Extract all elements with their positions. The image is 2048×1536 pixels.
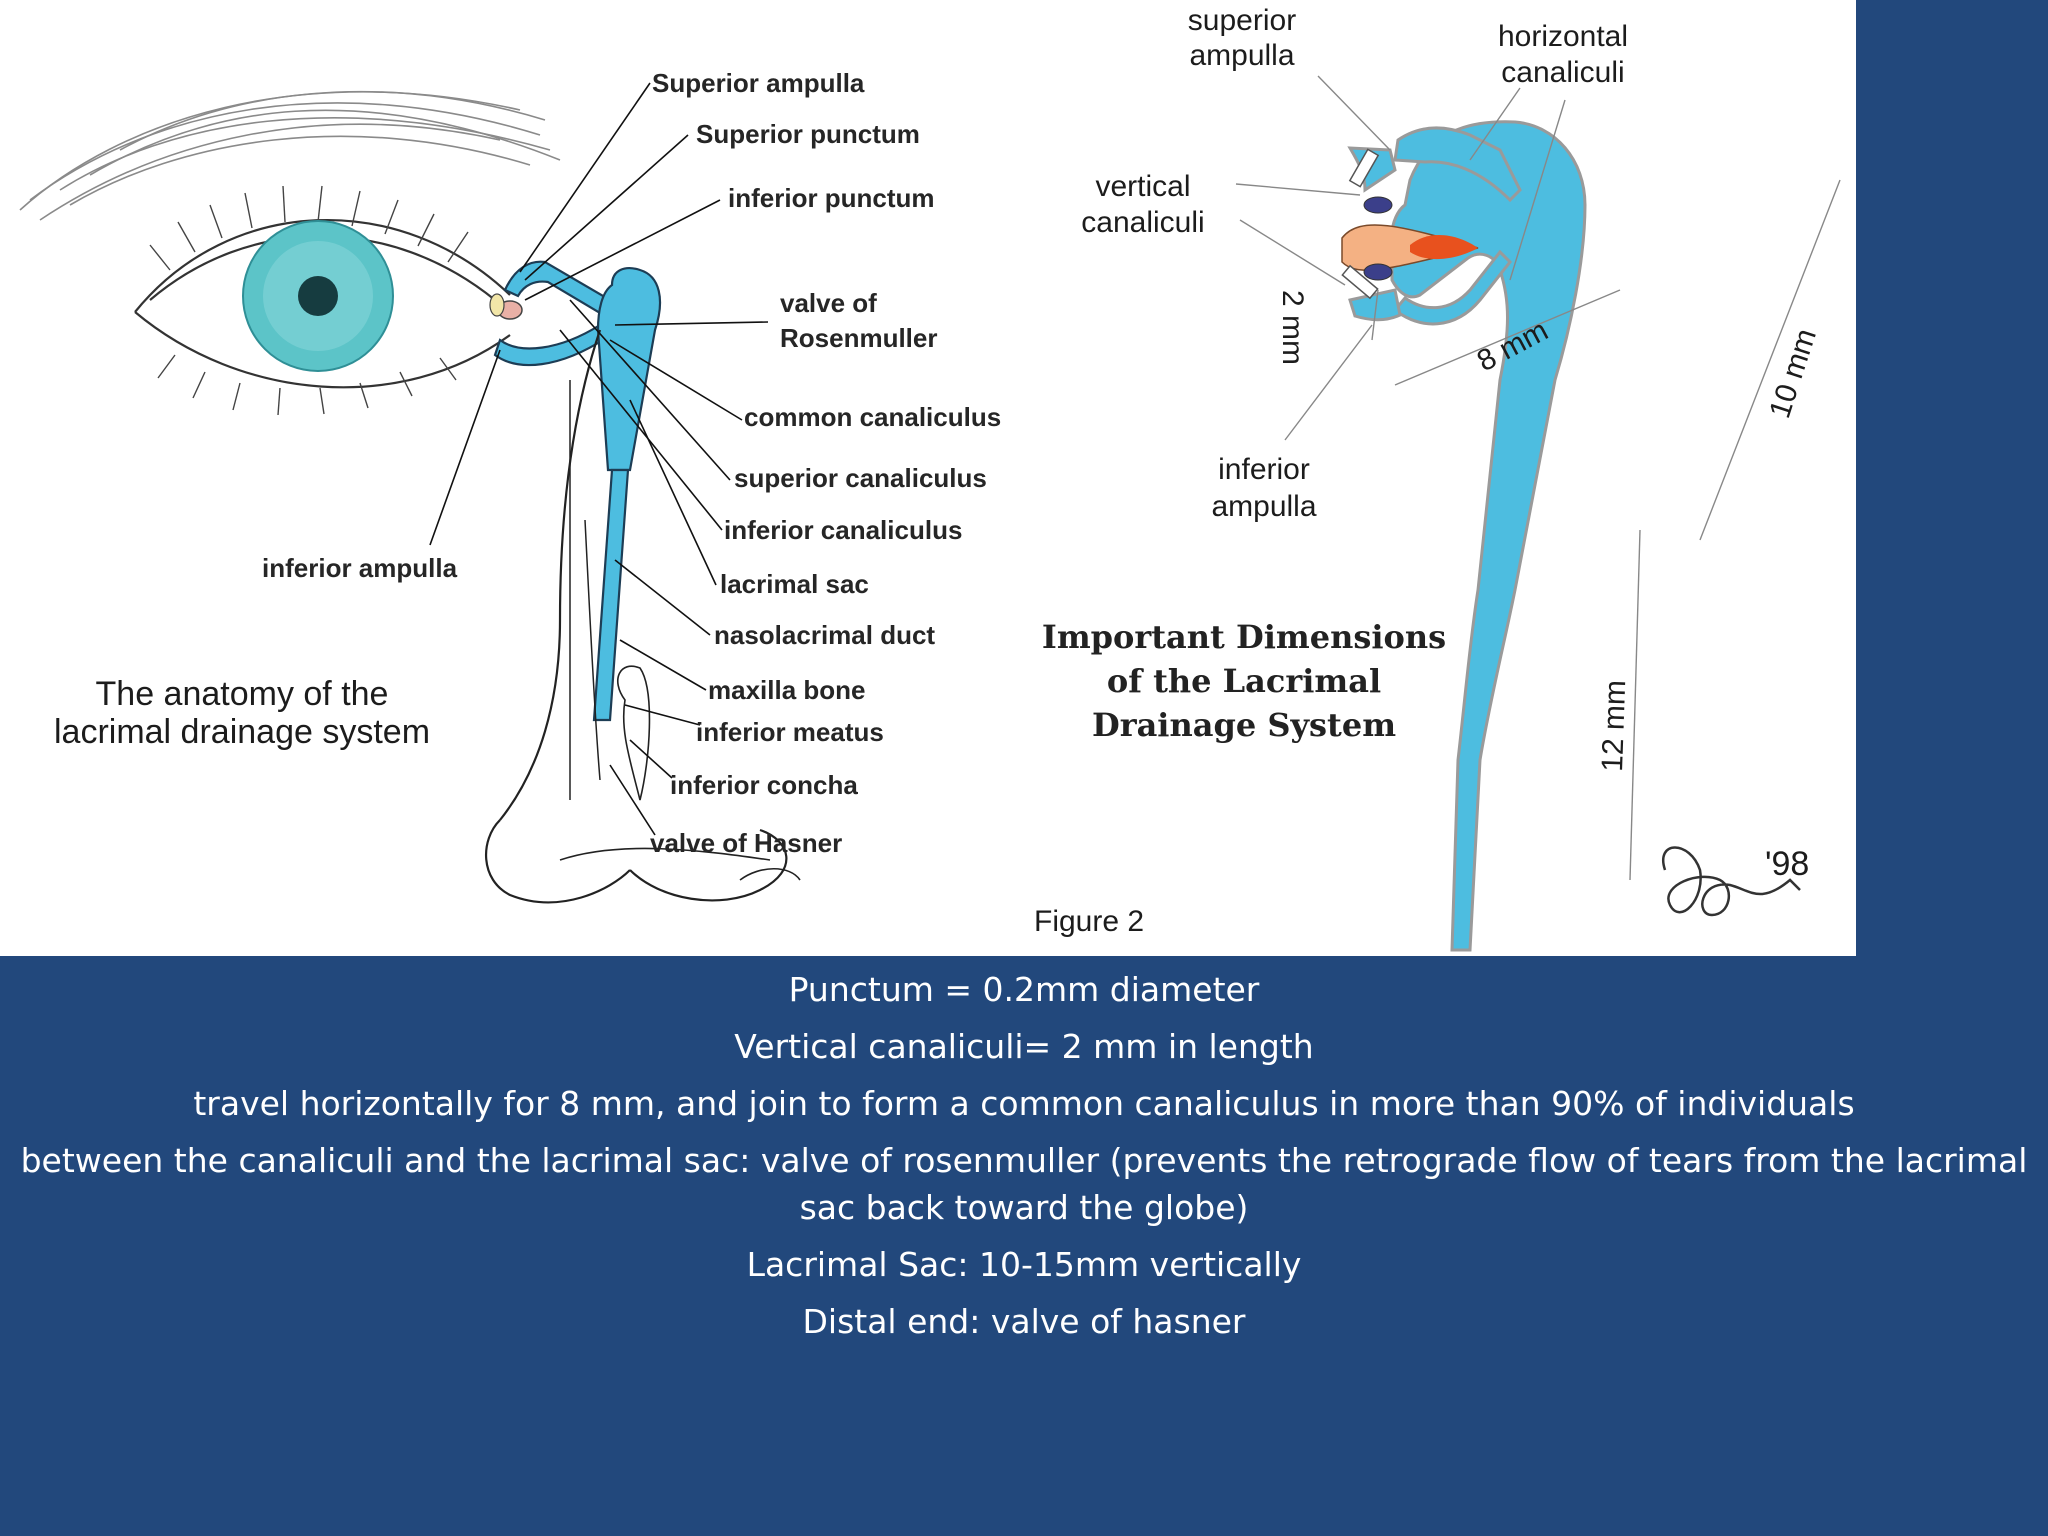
note-distal-end: Distal end: valve of hasner [802,1302,1246,1341]
caption-left-line2: lacrimal drainage system [54,713,430,751]
figure-label: Figure 2 [1034,905,1144,938]
label-inferior-punctum: inferior punctum [728,183,935,213]
label-inferior-canaliculus: inferior canaliculus [724,515,962,545]
notes: Punctum = 0.2mm diameter Vertical canali… [20,966,2028,1355]
iris [242,220,394,372]
eyebrow [19,90,561,221]
label-vertical-canaliculi-line2: canaliculi [1081,206,1204,239]
label-superior-ampulla-right-line2: ampulla [1189,39,1294,72]
signature-year: '98 [1765,845,1809,883]
labels-left: Superior ampulla Superior punctum inferi… [54,68,1001,858]
label-horizontal-canaliculi-line2: canaliculi [1501,56,1624,89]
label-superior-ampulla-right-line1: superior [1188,4,1296,37]
label-valve-of-hasner: valve of Hasner [650,828,842,858]
lacrimal-anatomy-figure: Superior ampulla Superior punctum inferi… [19,4,1841,952]
label-inferior-ampulla-right-line1: inferior [1218,453,1310,486]
punctum-left [489,293,523,320]
title-right-line1: Important Dimensions [1042,618,1446,656]
label-superior-punctum: Superior punctum [696,119,920,149]
lacrimal-system-right [1341,120,1587,952]
title-right-line3: Drainage System [1092,706,1396,744]
label-lacrimal-sac: lacrimal sac [720,569,869,599]
dimension-10mm: 10 mm [1763,325,1823,422]
figure-panel: Superior ampulla Superior punctum inferi… [0,0,1856,956]
note-lacrimal-sac: Lacrimal Sac: 10-15mm vertically [746,1245,1302,1284]
title-right-line2: of the Lacrimal [1107,662,1381,700]
label-superior-canaliculus: superior canaliculus [734,463,987,493]
leader-lines-right [1235,75,1841,881]
label-inferior-ampulla-right-line2: ampulla [1211,490,1316,523]
nose-outline [484,329,801,904]
label-valve-of-rosenmuller-line2: Rosenmuller [780,323,938,353]
label-horizontal-canaliculi-line1: horizontal [1498,20,1628,53]
label-valve-of-rosenmuller-line1: valve of [780,288,877,318]
label-inferior-meatus: inferior meatus [696,717,884,747]
labels-right: superior ampulla horizontal canaliculi v… [1034,4,1823,938]
leader-lines-left [429,82,769,836]
note-vertical-canaliculi: Vertical canaliculi= 2 mm in length [734,1027,1314,1066]
dimension-12mm: 12 mm [1596,679,1632,772]
dimension-2mm: 2 mm [1276,290,1309,365]
note-valve-of-rosenmuller: between the canaliculi and the lacrimal … [20,1141,2028,1227]
label-common-canaliculus: common canaliculus [744,402,1001,432]
caption-left-line1: The anatomy of the [96,675,389,713]
label-inferior-concha: inferior concha [670,770,858,800]
eyelashes [149,185,469,416]
label-maxilla-bone: maxilla bone [708,675,866,705]
note-horizontal-canaliculi: travel horizontally for 8 mm, and join t… [193,1084,1855,1123]
lacrimal-system-left [493,260,662,722]
label-nasolacrimal-duct: nasolacrimal duct [714,620,935,650]
label-superior-ampulla: Superior ampulla [652,68,865,98]
artist-signature: '98 [1662,845,1809,917]
label-vertical-canaliculi-line1: vertical [1095,170,1190,203]
note-punctum: Punctum = 0.2mm diameter [788,970,1260,1009]
label-inferior-ampulla: inferior ampulla [262,553,458,583]
